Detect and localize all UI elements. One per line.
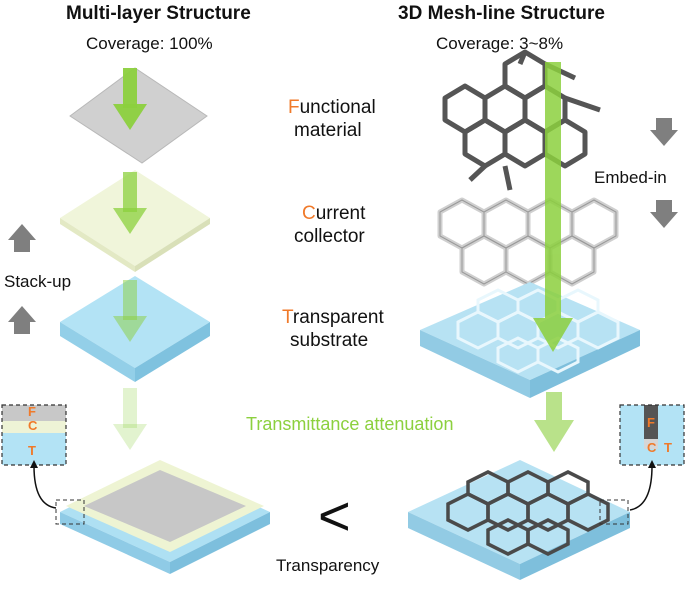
layer-rest-f: unctional [299,97,376,118]
embed-in-label: Embed-in [594,168,667,187]
transparency-label: Transparency [276,556,380,575]
less-than-symbol: < [318,484,351,547]
layer-initial-c: C [302,203,316,224]
layer-label-collector: Current collector [294,202,366,248]
layer-label-functional: Functional material [288,96,376,142]
left-inset [1,404,67,509]
right-coverage: Coverage: 3~8% [436,34,564,53]
right-substrate [420,282,640,398]
left-coverage: Coverage: 100% [86,34,213,53]
left-combined-device [55,460,270,574]
layer-initial-f: F [288,97,300,118]
embed-in-arrows [650,118,678,228]
right-inset-letter-f: F [647,415,655,430]
right-inset-letter-t: T [664,440,672,455]
right-green-arrow [533,62,573,352]
left-inset-letter-c: C [28,418,38,433]
right-inset-letter-c: C [647,440,657,455]
right-collector-mesh-edge [439,199,617,285]
layer-line2-t: substrate [290,330,369,351]
left-green-arrows [113,68,147,450]
left-inset-letter-f: F [28,404,36,419]
right-green-arrow-lower [534,392,574,452]
layer-line2-f: material [294,120,362,141]
layer-initial-t: T [282,307,293,328]
right-inset [619,404,685,511]
left-inset-letter-t: T [28,443,36,458]
layer-label-substrate: Transparent substrate [282,306,384,352]
stack-up-label: Stack-up [4,272,72,291]
right-title: 3D Mesh-line Structure [398,3,605,24]
layer-rest-t: ransparent [292,307,384,328]
right-combined-device [408,460,630,580]
stack-up-arrows [8,224,36,334]
layer-rest-c: urrent [315,203,366,224]
left-title: Multi-layer Structure [66,3,251,24]
transmittance-attenuation-label: Transmittance attenuation [246,414,454,434]
right-functional-mesh [442,49,601,191]
layer-line2-c: collector [294,226,365,247]
